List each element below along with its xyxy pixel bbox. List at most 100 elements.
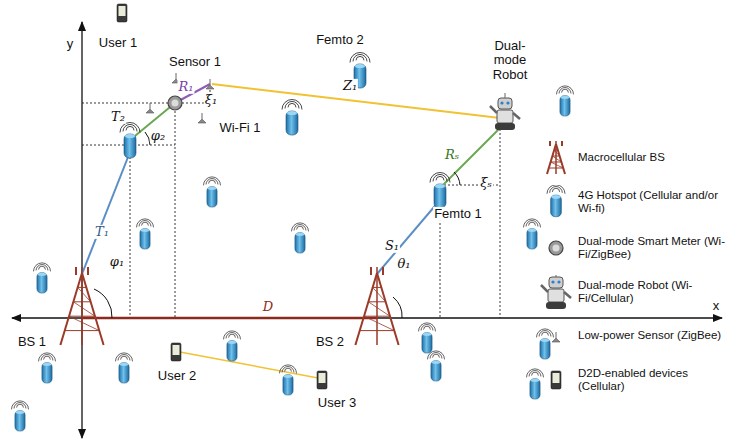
tower-antenna xyxy=(561,141,563,146)
sensor-antenna xyxy=(210,79,211,85)
tower-brace xyxy=(368,302,390,316)
legend-text: 4G Hotspot (Cellular and/or Wi-fi) xyxy=(578,189,730,215)
device-label: User 1 xyxy=(98,36,138,50)
hotspot-icon xyxy=(527,369,544,399)
tower-bar xyxy=(65,330,100,331)
sensor-icon xyxy=(552,332,560,342)
symbol-label: D xyxy=(262,300,274,314)
distance-d-line xyxy=(82,317,377,320)
tower-brace xyxy=(73,302,95,316)
legend-text: D2D-enabled devices (Cellular) xyxy=(578,367,730,393)
tower-brace xyxy=(554,150,559,156)
smart-meter-icon xyxy=(549,241,563,255)
legend-text: Dual-mode Robot (Wi-Fi/Cellular) xyxy=(578,279,730,305)
link-t1 xyxy=(82,152,130,274)
tower-antenna xyxy=(370,267,372,275)
angle-arc xyxy=(393,297,402,318)
projection-line xyxy=(175,103,176,318)
hotspot-icon xyxy=(557,86,574,116)
tower-brace xyxy=(364,316,394,330)
tower-bar xyxy=(78,287,87,288)
hotspot-icon xyxy=(34,263,51,293)
robot-arm xyxy=(564,292,571,298)
legend-icon xyxy=(540,185,572,219)
tower-mast xyxy=(555,141,557,174)
tower-bar xyxy=(73,301,90,302)
sensor-icon xyxy=(206,79,214,89)
device-label: Wi-Fi 1 xyxy=(218,121,261,135)
d2d-device-icon xyxy=(171,343,181,361)
device-label: y xyxy=(66,37,75,51)
device-label: User 2 xyxy=(157,369,197,383)
symbol-label: Z₁ xyxy=(342,79,358,93)
tower-antenna xyxy=(87,267,89,275)
sensor-antenna xyxy=(150,103,151,109)
tower-antenna xyxy=(549,141,551,146)
symbol-label: Rₛ xyxy=(444,148,460,162)
macro-bs-icon xyxy=(355,267,398,345)
robot-antenna xyxy=(556,275,557,277)
device-label: Femto 1 xyxy=(433,207,483,221)
sensor-antenna xyxy=(202,113,203,119)
legend-icon xyxy=(540,363,572,397)
smart-meter-icon xyxy=(168,96,182,110)
tower-brace xyxy=(78,287,91,301)
tower-mast xyxy=(376,267,378,345)
legend-icon xyxy=(540,231,572,265)
tower-bar xyxy=(360,330,395,331)
tower-leg xyxy=(60,273,82,345)
d2d-device-icon xyxy=(551,371,561,389)
symbol-label: T₁ xyxy=(94,225,110,239)
symbol-label: R₁ xyxy=(178,80,195,94)
symbol-label: φ₂ xyxy=(150,129,166,143)
hotspot-icon xyxy=(430,173,450,209)
sensor-antenna xyxy=(556,332,557,338)
hotspot-icon xyxy=(537,329,554,359)
symbol-label: ξₛ xyxy=(479,176,493,190)
tower-leg xyxy=(377,273,399,345)
projection-line xyxy=(82,103,210,104)
robot-arm xyxy=(541,285,548,292)
hotspot-icon xyxy=(39,353,56,383)
link-s1 xyxy=(377,200,440,274)
robot-arm xyxy=(513,113,520,119)
legend-icon xyxy=(540,275,572,309)
angle-arc xyxy=(94,289,112,318)
d2d-device-icon xyxy=(317,371,327,389)
symbol-label: φ₁ xyxy=(109,255,125,269)
symbol-label: T₂ xyxy=(110,110,126,124)
angle-arc xyxy=(454,172,460,185)
hotspot-icon xyxy=(12,401,29,431)
sensor-icon xyxy=(198,113,206,123)
tower-antenna xyxy=(75,267,77,275)
robot-icon xyxy=(541,275,571,309)
hotspot-icon xyxy=(524,219,541,249)
tower-brace xyxy=(373,287,386,301)
legend: Macrocellular BS4G Hotspot (Cellular and… xyxy=(540,140,735,400)
hotspot-icon xyxy=(282,100,302,136)
robot-antenna xyxy=(505,93,506,98)
hotspot-icon xyxy=(419,323,436,353)
tower-bar xyxy=(373,287,382,288)
robot-icon xyxy=(490,93,520,130)
legend-icon xyxy=(540,319,572,353)
tower-bar xyxy=(69,316,95,317)
hotspot-icon xyxy=(280,365,297,395)
legend-icon xyxy=(540,141,572,175)
symbol-label: ξ₁ xyxy=(204,93,218,107)
projection-line xyxy=(130,145,131,318)
tower-brace xyxy=(551,162,564,168)
y-axis xyxy=(81,22,82,438)
hotspot-icon xyxy=(428,351,445,381)
hotspot-icon xyxy=(116,353,133,383)
hotspot-icon xyxy=(120,123,140,159)
sensor-icon xyxy=(146,103,154,113)
macro-bs-icon xyxy=(547,141,565,174)
device-label: Dual-mode Robot xyxy=(478,39,542,82)
hotspot-icon xyxy=(224,331,241,361)
symbol-label: S₁ xyxy=(384,239,400,253)
device-label: BS 1 xyxy=(17,335,47,349)
device-label: Femto 2 xyxy=(315,33,365,47)
device-label: User 3 xyxy=(317,396,357,410)
tower-antenna xyxy=(382,267,384,275)
